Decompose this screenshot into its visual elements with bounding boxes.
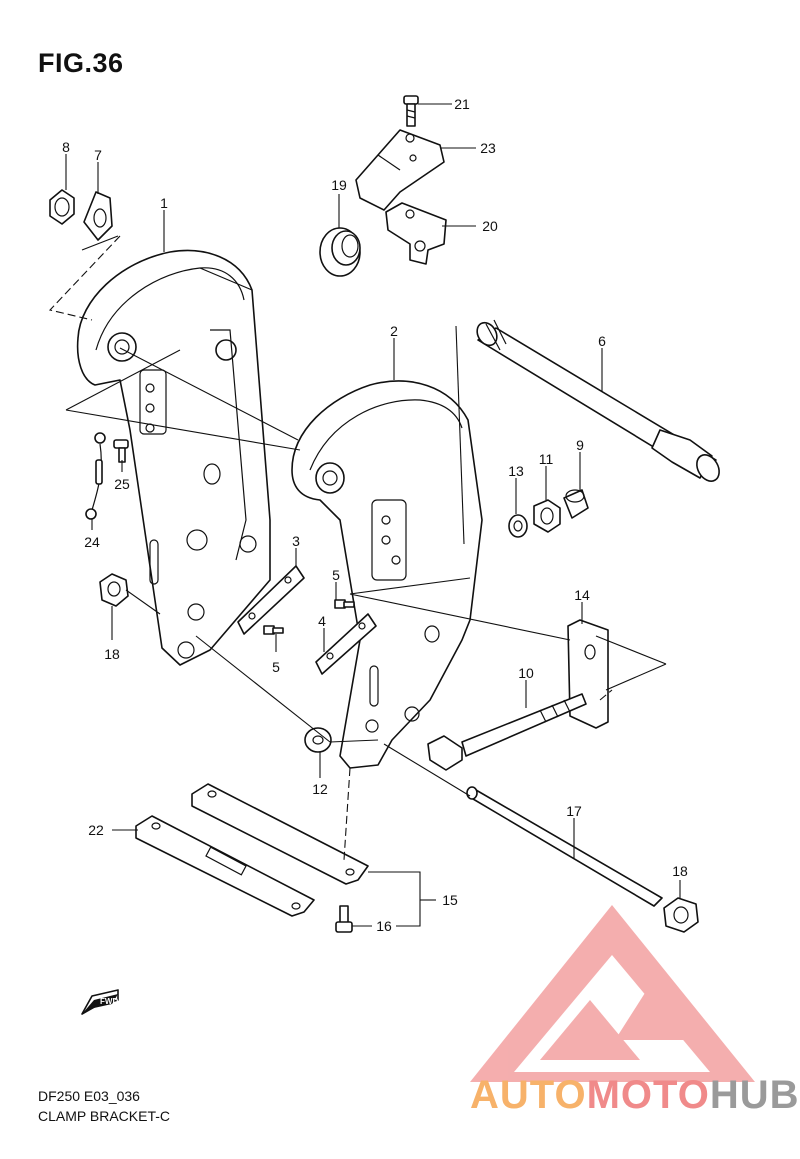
callout-22: 22	[88, 822, 104, 838]
callout-18-upper: 18	[104, 646, 120, 662]
callout-3: 3	[292, 533, 300, 549]
part-14-plate	[567, 619, 609, 729]
callout-20: 20	[482, 218, 498, 234]
callout-leaders	[65, 103, 681, 927]
part-20-bracket	[385, 202, 447, 265]
part-16-bolt	[335, 905, 353, 933]
part-9-bushing	[563, 489, 589, 519]
callout-14: 14	[574, 587, 590, 603]
part-2-clamp-bracket	[291, 380, 483, 769]
part-24-ground-wire	[85, 432, 106, 520]
watermark-brand-moto: MOTO	[586, 1073, 710, 1117]
watermark-brand: AUTOMOTOHUB	[470, 1073, 800, 1118]
callout-19: 19	[331, 177, 347, 193]
part-3-plate	[237, 565, 305, 635]
part-18-nut-upper	[99, 573, 129, 607]
part-13-washer	[508, 514, 528, 538]
callout-7: 7	[94, 147, 102, 163]
callout-numbers: 1 2 3 4 5 5 6 7 8 9 10 11 12 13 14 15 16…	[62, 96, 688, 934]
callout-21: 21	[454, 96, 470, 112]
part-10-bolt	[427, 693, 587, 771]
fwd-arrow-icon: FWD	[81, 989, 119, 1015]
callout-16: 16	[376, 918, 392, 934]
callout-2: 2	[390, 323, 398, 339]
part-25-screw	[113, 439, 129, 463]
part-6-tube	[476, 319, 720, 482]
part-4-plate	[315, 613, 377, 675]
part-1-clamp-bracket	[76, 249, 271, 666]
part-11-nut	[533, 499, 561, 533]
part-18-nut-lower	[663, 897, 699, 933]
callout-17: 17	[566, 803, 582, 819]
part-23-cover	[355, 129, 445, 211]
callout-24: 24	[84, 534, 100, 550]
callout-15: 15	[442, 892, 458, 908]
section-name: CLAMP BRACKET-C	[38, 1108, 170, 1124]
callout-25: 25	[114, 476, 130, 492]
part-15-plate	[191, 783, 369, 885]
callout-1: 1	[160, 195, 168, 211]
part-17-rod	[466, 786, 663, 907]
model-code: DF250 E03_036	[38, 1088, 140, 1104]
part-7-washer	[83, 191, 113, 241]
callout-10: 10	[518, 665, 534, 681]
callout-5-upper: 5	[332, 567, 340, 583]
part-5-screw-upper	[334, 599, 355, 609]
part-21-bolt	[403, 95, 419, 127]
fwd-label: FWD	[100, 997, 118, 1006]
part-8-nut	[49, 189, 75, 225]
part-19-bushing	[319, 227, 361, 277]
watermark-logo-icon	[470, 905, 755, 1082]
part-5-screw-lower	[263, 625, 284, 635]
figure-title: FIG.36	[38, 48, 124, 78]
callout-23: 23	[480, 140, 496, 156]
callout-6: 6	[598, 333, 606, 349]
callout-5-lower: 5	[272, 659, 280, 675]
part-12-washer	[304, 727, 332, 753]
callout-18-lower: 18	[672, 863, 688, 879]
reference-lines	[48, 235, 667, 861]
watermark-brand-hub: HUB	[709, 1073, 800, 1117]
callout-11: 11	[539, 451, 554, 467]
part-22-plate	[135, 815, 315, 917]
callout-13: 13	[508, 463, 524, 479]
callout-8: 8	[62, 139, 70, 155]
watermark-brand-auto: AUTO	[470, 1073, 587, 1117]
callout-12: 12	[312, 781, 328, 797]
callout-4: 4	[318, 613, 326, 629]
callout-9: 9	[576, 437, 584, 453]
